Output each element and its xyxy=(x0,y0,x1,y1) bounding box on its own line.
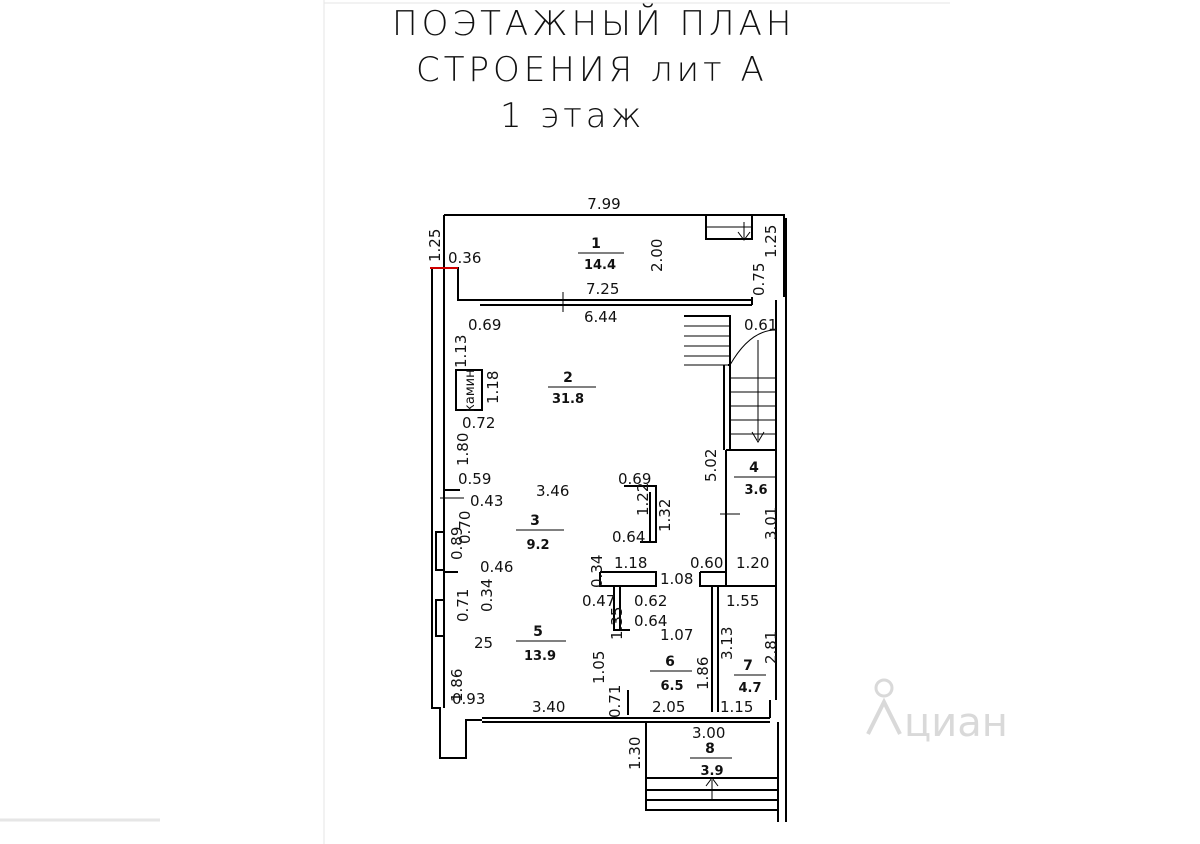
room-8-area: 3.9 xyxy=(700,764,723,779)
room-5-number: 5 xyxy=(533,624,543,640)
dim-0-89: 0.89 xyxy=(448,527,466,560)
dim-0-34-partition: 0.34 xyxy=(588,555,606,588)
dim-1-20: 1.20 xyxy=(736,554,769,572)
room-2-number: 2 xyxy=(563,370,573,386)
dim-2-00: 2.00 xyxy=(648,239,666,272)
dim-2-05: 2.05 xyxy=(652,698,685,716)
room-1-number: 1 xyxy=(591,236,601,252)
dim-3-40: 3.40 xyxy=(532,698,565,716)
cian-watermark: циан xyxy=(866,678,1008,746)
room-5-area: 13.9 xyxy=(524,649,556,664)
dim-1-32: 1.32 xyxy=(656,499,674,532)
dim-1-18: 1.18 xyxy=(484,371,502,404)
room-7-area: 4.7 xyxy=(738,681,761,696)
dim-1-07: 1.07 xyxy=(660,626,693,644)
dim-0-69: 0.69 xyxy=(468,316,501,334)
room-2-area: 31.8 xyxy=(552,392,584,407)
dim-0-60: 0.60 xyxy=(690,554,723,572)
plan-title-line-3: 1 этаж xyxy=(500,96,646,136)
dim-1-15: 1.15 xyxy=(720,698,753,716)
dim-1-80: 1.80 xyxy=(454,433,472,466)
dim-0-62: 0.62 xyxy=(634,592,667,610)
dim-1-35: 1.35 xyxy=(608,607,626,640)
dimension-labels: 7.99 2.00 1.25 1.25 0.36 0.75 7.25 6.44 … xyxy=(426,195,780,770)
dim-6-44: 6.44 xyxy=(584,308,617,326)
dim-0-43: 0.43 xyxy=(470,492,503,510)
room-3-area: 9.2 xyxy=(526,538,549,553)
dim-0-64-column: 0.64 xyxy=(612,528,645,546)
dim-7-99: 7.99 xyxy=(587,195,620,213)
dim-1-86-left: 1.86 xyxy=(448,669,466,702)
dim-5-02: 5.02 xyxy=(702,449,720,482)
plan-title-line-2: СТРОЕНИЯ лит А xyxy=(416,50,768,90)
room-3-number: 3 xyxy=(530,513,540,529)
dim-0-34-left: 0.34 xyxy=(478,579,496,612)
dim-0-36: 0.36 xyxy=(448,249,481,267)
dim-0-93: 0.93 xyxy=(452,690,485,708)
fireplace-label: камин xyxy=(463,369,478,412)
dim-0-59: 0.59 xyxy=(458,470,491,488)
dim-0-72: 0.72 xyxy=(462,414,495,432)
watermark-text: циан xyxy=(904,700,1008,746)
walls xyxy=(431,214,787,822)
dim-1-25-left: 1.25 xyxy=(426,229,444,262)
cian-logo-mark xyxy=(866,697,902,735)
dim-0-46: 0.46 xyxy=(480,558,513,576)
dim-3-13: 3.13 xyxy=(718,627,736,660)
dim-1-18-partition: 1.18 xyxy=(614,554,647,572)
room-4-number: 4 xyxy=(749,460,759,476)
dim-1-05: 1.05 xyxy=(590,651,608,684)
cian-logo-icon xyxy=(874,678,894,698)
dim-3-01: 3.01 xyxy=(762,507,780,540)
room-8-number: 8 xyxy=(705,741,715,757)
dim-0-71-left: 0.71 xyxy=(454,589,472,622)
dim-25: 25 xyxy=(474,634,493,652)
dim-1-55: 1.55 xyxy=(726,592,759,610)
room-6-area: 6.5 xyxy=(660,679,683,694)
dim-1-30: 1.30 xyxy=(626,737,644,770)
dim-1-25-right: 1.25 xyxy=(762,225,780,258)
room-4-area: 3.6 xyxy=(744,483,767,498)
dim-0-61: 0.61 xyxy=(744,316,777,334)
dim-2-81: 2.81 xyxy=(762,631,780,664)
room-1-area: 14.4 xyxy=(584,258,616,273)
dim-0-69-column: 0.69 xyxy=(618,470,651,488)
dim-1-86-right: 1.86 xyxy=(694,657,712,690)
dim-1-08: 1.08 xyxy=(660,570,693,588)
dim-0-64-partition: 0.64 xyxy=(634,612,667,630)
dim-3-46: 3.46 xyxy=(536,482,569,500)
dim-0-70: 0.70 xyxy=(456,511,474,544)
room-labels: 1 14.4 2 31.8 3 9.2 4 3.6 5 13.9 6 6.5 7… xyxy=(463,236,776,779)
dim-3-00: 3.00 xyxy=(692,724,725,742)
dim-0-71-bottom: 0.71 xyxy=(606,685,624,718)
stairs xyxy=(684,222,777,800)
dim-7-25: 7.25 xyxy=(586,280,619,298)
dim-1-13: 1.13 xyxy=(452,335,470,368)
dim-0-75: 0.75 xyxy=(750,263,768,296)
plan-title-line-1: ПОЭТАЖНЫЙ ПЛАН xyxy=(392,4,796,44)
dim-0-47: 0.47 xyxy=(582,592,615,610)
room-7-number: 7 xyxy=(743,658,753,674)
dim-1-22: 1.22 xyxy=(634,483,652,516)
room-6-number: 6 xyxy=(665,654,675,670)
